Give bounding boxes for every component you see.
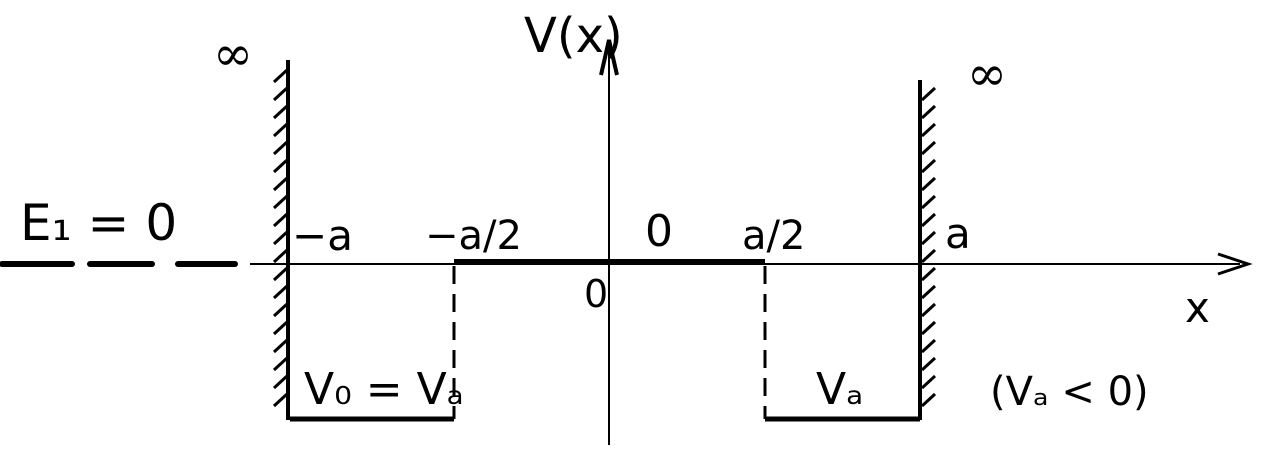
a-label: a	[945, 209, 971, 258]
a-half-label: a/2	[742, 213, 805, 259]
right-wall-hatching	[920, 86, 937, 408]
x-axis-arrow	[1217, 252, 1253, 276]
left-wall-hatching	[272, 68, 289, 408]
minus-a-label: −a	[292, 211, 353, 260]
minus-a-half-label: −a/2	[425, 213, 522, 259]
y-axis-label: V(x)	[524, 8, 623, 64]
left-infinity-label: ∞	[213, 26, 253, 82]
right-well-label: Vₐ	[816, 364, 863, 415]
zero-region-label: 0	[645, 206, 673, 257]
condition-label: (Vₐ < 0)	[990, 369, 1149, 415]
left-well-label: V₀ = Vₐ	[304, 364, 464, 415]
right-infinity-label: ∞	[967, 46, 1007, 102]
energy-level-label: E₁ = 0	[20, 194, 177, 252]
y-axis-arrow	[599, 39, 619, 76]
x-axis-label: x	[1185, 283, 1210, 332]
origin-label: 0	[584, 272, 608, 316]
